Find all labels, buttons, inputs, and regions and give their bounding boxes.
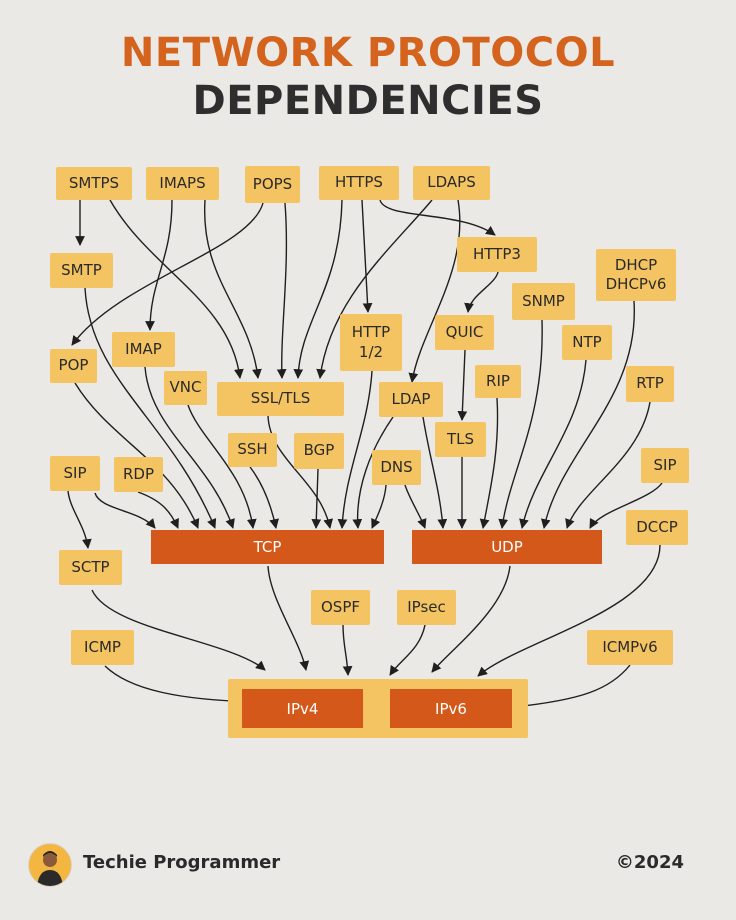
arrow-smtps-ssltls	[109, 199, 244, 379]
arrow-rip-udp	[479, 397, 499, 529]
title-line-1: NETWORK PROTOCOL	[120, 30, 616, 76]
arrow-pops-ssltls	[276, 202, 288, 379]
node-dns: DNS	[372, 450, 421, 485]
node-imap: IMAP	[112, 332, 175, 367]
node-ntp: NTP	[562, 325, 612, 360]
node-ipsec: IPsec	[397, 590, 456, 625]
arrow-https-ssltls	[293, 199, 343, 379]
node-icmpv6: ICMPv6	[587, 630, 673, 665]
arrow-ssh-tcp	[249, 466, 279, 529]
node-quic: QUIC	[435, 315, 494, 350]
node-rtp: RTP	[626, 366, 674, 402]
arrow-rdp-tcp	[137, 491, 179, 529]
node-ssltls: SSL/TLS	[217, 382, 344, 416]
arrow-quic-tls	[457, 349, 468, 421]
arrow-pop-tcp	[74, 382, 200, 529]
bar-ipv4: IPv4	[242, 689, 363, 728]
arrow-sip-right-udp	[589, 482, 663, 529]
node-tls: TLS	[435, 422, 486, 457]
arrow-vnc-tcp	[187, 404, 257, 529]
arrow-sctp-ipv4	[91, 589, 266, 671]
arrow-ssltls-tcp	[267, 415, 333, 529]
arrow-ldaps-ssltls	[316, 199, 433, 379]
title-line-2: DEPENDENCIES	[192, 78, 544, 124]
bar-ipv6: IPv6	[390, 689, 512, 728]
arrow-dns-udp	[404, 484, 427, 529]
arrow-ldap-udp	[422, 416, 448, 529]
arrow-sip-tcp	[94, 492, 156, 529]
arrow-sip-sctp	[67, 490, 92, 549]
arrow-udp-ipv6	[431, 565, 511, 673]
node-ldap: LDAP	[379, 382, 443, 417]
bar-udp: UDP	[412, 530, 602, 564]
node-smtp: SMTP	[50, 253, 113, 288]
arrow-rtp-udp	[565, 401, 651, 529]
arrow-ldap-tcp	[352, 416, 394, 529]
arrow-icmpv6-ipv6	[513, 664, 631, 711]
avatar	[28, 843, 72, 887]
node-rip: RIP	[475, 365, 521, 398]
node-icmp: ICMP	[71, 630, 134, 665]
arrow-ospf-ipv4	[342, 624, 353, 676]
arrow-dhcp-udp	[540, 300, 635, 529]
node-smtps: SMTPS	[56, 167, 132, 200]
arrow-tcp-ipv4	[267, 565, 310, 671]
node-imaps: IMAPS	[146, 167, 219, 200]
arrow-http12-tcp	[337, 370, 373, 529]
arrow-ipsec-ipv4	[389, 624, 426, 676]
node-pop: POP	[50, 349, 97, 383]
node-sctp: SCTP	[59, 550, 122, 585]
node-dhcp: DHCP DHCPv6	[596, 249, 676, 301]
node-sip-right: SIP	[641, 448, 689, 483]
arrow-https-http3	[379, 199, 496, 236]
node-ssh: SSH	[228, 433, 277, 467]
node-rdp: RDP	[114, 457, 163, 492]
bar-tcp: TCP	[151, 530, 384, 564]
arrow-https-http12	[361, 199, 373, 313]
arrow-bgp-tcp	[311, 468, 322, 529]
node-ldaps: LDAPS	[413, 166, 490, 200]
arrow-ldaps-ldap	[408, 199, 461, 383]
node-snmp: SNMP	[512, 283, 575, 320]
arrow-pops-pop	[71, 202, 264, 346]
arrow-smtp-tcp	[84, 287, 217, 529]
arrow-imaps-ssltls	[204, 199, 262, 379]
node-sip-left: SIP	[50, 456, 100, 491]
node-pops: POPS	[245, 166, 300, 203]
node-http3: HTTP3	[457, 237, 537, 272]
node-https: HTTPS	[319, 166, 399, 200]
avatar-person-icon	[37, 851, 63, 886]
node-bgp: BGP	[294, 433, 344, 469]
node-vnc: VNC	[164, 371, 207, 405]
node-ospf: OSPF	[311, 590, 370, 625]
arrow-imap-tcp	[144, 366, 235, 529]
arrow-ntp-udp	[519, 359, 587, 529]
node-dccp: DCCP	[626, 510, 688, 545]
node-http12: HTTP 1/2	[340, 314, 402, 371]
arrow-dccp-ipv6	[477, 544, 661, 677]
arrow-dns-tcp	[371, 484, 387, 529]
arrow-imaps-imap	[145, 199, 173, 331]
copyright-year: ©2024	[615, 852, 684, 873]
author-name: Techie Programmer	[83, 852, 281, 873]
arrow-http3-quic	[464, 271, 499, 313]
arrow-snmp-udp	[498, 319, 543, 529]
